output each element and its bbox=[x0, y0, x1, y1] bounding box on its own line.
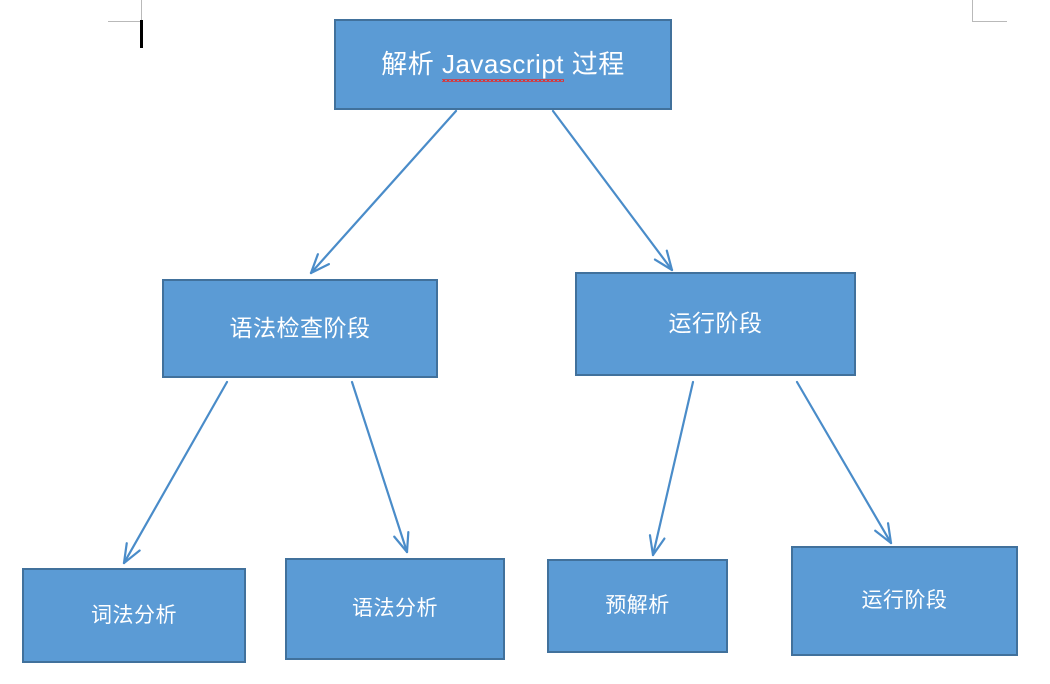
node-syntax-analysis[interactable]: 语法分析 bbox=[285, 558, 505, 660]
arrowhead-barb-1 bbox=[393, 535, 409, 554]
arrowhead-barb-2 bbox=[309, 263, 331, 275]
node-root-label-prefix: 解析 bbox=[381, 48, 442, 79]
node-root[interactable]: 解析 Javascript 过程 bbox=[334, 19, 672, 110]
margin-guide-top-right bbox=[972, 0, 1007, 22]
node-runtime[interactable]: 运行阶段 bbox=[575, 272, 856, 376]
arrowhead-barb-2 bbox=[405, 530, 410, 554]
node-syntax-check[interactable]: 语法检查阶段 bbox=[162, 279, 438, 378]
arrowhead-barb-2 bbox=[886, 522, 893, 545]
arrowhead-barb-2 bbox=[122, 549, 141, 565]
arrowhead-barb-1 bbox=[122, 542, 128, 565]
text-caret bbox=[140, 20, 143, 48]
arrowhead-barb-2 bbox=[651, 537, 666, 557]
node-runtime-phase-label: 运行阶段 bbox=[861, 589, 948, 613]
connector-runtime-to-runtime-phase bbox=[795, 380, 893, 545]
node-lexical-analysis[interactable]: 词法分析 bbox=[22, 568, 246, 663]
node-lexical-analysis-label: 词法分析 bbox=[91, 603, 177, 627]
node-root-label: 解析 Javascript 过程 bbox=[381, 48, 625, 83]
node-root-label-suffix: 过程 bbox=[564, 48, 625, 79]
connector-root-to-runtime bbox=[551, 109, 674, 272]
arrowhead-barb-1 bbox=[309, 253, 319, 275]
node-root-label-misspelled: Javascript bbox=[441, 48, 565, 83]
connector-root-to-syntax-check bbox=[309, 109, 458, 275]
node-syntax-analysis-label: 语法分析 bbox=[352, 597, 438, 621]
margin-guide-top-left bbox=[108, 0, 142, 22]
arrowhead-barb-1 bbox=[653, 258, 674, 272]
arrowhead-barb-1 bbox=[648, 534, 655, 557]
node-pre-parse[interactable]: 预解析 bbox=[547, 559, 728, 653]
node-pre-parse-label: 预解析 bbox=[605, 594, 670, 618]
node-runtime-label: 运行阶段 bbox=[668, 310, 763, 337]
node-runtime-phase[interactable]: 运行阶段 bbox=[791, 546, 1018, 656]
node-syntax-check-label: 语法检查阶段 bbox=[229, 314, 371, 341]
connector-runtime-to-pre-parse bbox=[648, 380, 695, 557]
arrowhead-barb-2 bbox=[665, 249, 674, 272]
connector-syntax-check-to-syntax-analysis bbox=[350, 380, 410, 554]
connector-syntax-check-to-lexical bbox=[122, 380, 229, 565]
arrowhead-barb-1 bbox=[874, 529, 893, 545]
